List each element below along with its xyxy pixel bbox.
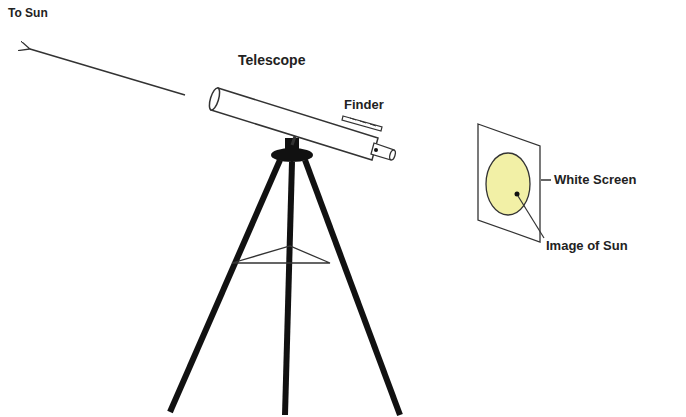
leader-line (518, 196, 544, 238)
leader-line (541, 179, 551, 181)
part-label: Image of Sun (546, 238, 628, 253)
tripod-brace (232, 246, 330, 263)
part-label: Telescope (238, 52, 305, 68)
part-label: White Screen (554, 172, 636, 187)
finder (342, 116, 382, 131)
part-label: Finder (344, 97, 384, 112)
mount (285, 138, 299, 154)
sun-arrow (30, 49, 185, 95)
sunspot (515, 192, 520, 197)
finder-hatch (350, 118, 376, 126)
direction-label: To Sun (8, 6, 48, 20)
tube-end (207, 87, 221, 111)
white-screen (478, 124, 540, 242)
tripod (170, 160, 400, 415)
